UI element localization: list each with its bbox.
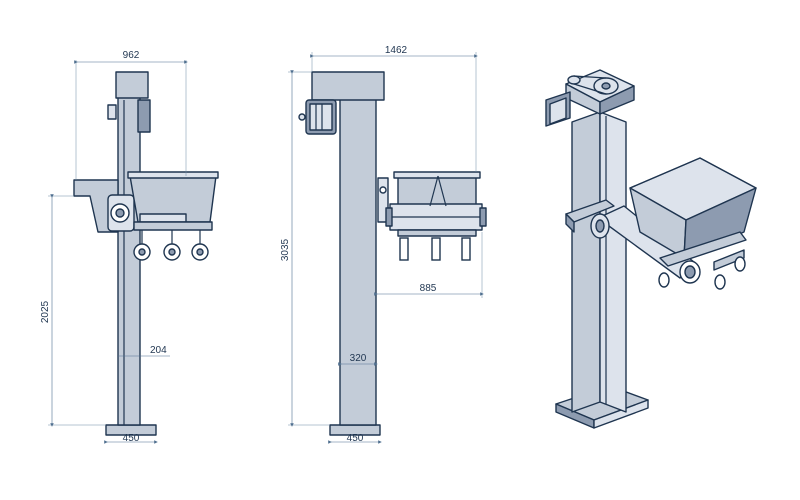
- side-view: 962 2025 204 450: [40, 50, 219, 444]
- front-wheels: [397, 229, 477, 261]
- front-view: 1462 3035 320 885 450: [280, 45, 487, 444]
- side-head-box: [115, 71, 149, 99]
- iso-wheels: [658, 256, 746, 290]
- iso-cart-frame: [659, 231, 747, 267]
- dim-side-column: 204: [150, 345, 167, 356]
- iso-pulley-small: [567, 75, 581, 85]
- iso-column-right: [599, 111, 627, 413]
- dim-front-width: 1462: [385, 45, 408, 56]
- iso-column-left: [571, 111, 601, 413]
- dim-front-base: 450: [347, 433, 364, 444]
- dim-side-base: 450: [123, 433, 140, 444]
- isometric-view: [545, 69, 757, 429]
- iso-hopper-right: [683, 187, 757, 259]
- front-motor: [298, 99, 337, 135]
- dim-front-height: 3035: [280, 238, 291, 261]
- dim-front-reach: 885: [420, 283, 437, 294]
- front-head: [311, 71, 385, 101]
- front-column: [339, 97, 377, 426]
- dim-side-height: 2025: [40, 300, 51, 323]
- dim-side-width: 962: [123, 50, 140, 61]
- front-hopper: [385, 171, 487, 231]
- dim-front-column: 320: [350, 353, 367, 364]
- side-motor: [137, 99, 151, 133]
- side-wheels: [133, 230, 209, 261]
- side-column: [117, 94, 141, 426]
